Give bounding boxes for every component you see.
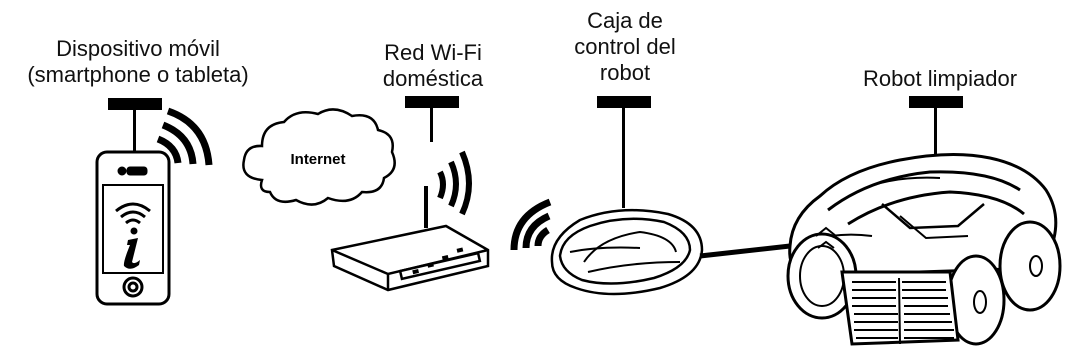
control-box-icon [550,208,704,296]
phone-wifi-signal-icon [156,107,213,166]
robot-cleaner-icon [786,152,1062,346]
internet-cloud-icon: Internet [242,108,396,206]
callout-stem-wifi [430,108,433,142]
callout-stem-mobile [133,110,136,152]
callout-stem-control-box [622,108,625,208]
connection-cable [699,243,791,259]
smartphone-icon [95,150,171,306]
label-robot-cleaner: Robot limpiador [862,66,1018,91]
callout-bar-control-box [597,96,651,108]
cloud-label: Internet [290,151,345,168]
label-mobile-device: Dispositivo móvil (smartphone o tableta) [27,36,249,87]
router-wifi-signal-icon [437,150,472,216]
callout-bar-robot [909,96,963,108]
router-icon [330,186,490,292]
label-control-box: Caja de control del robot [574,8,676,85]
control-box-signal-icon [510,198,552,251]
callout-bar-wifi [405,96,459,108]
callout-stem-robot [934,108,937,154]
label-home-wifi: Red Wi-Fi doméstica [382,40,484,91]
callout-bar-mobile [108,98,162,110]
